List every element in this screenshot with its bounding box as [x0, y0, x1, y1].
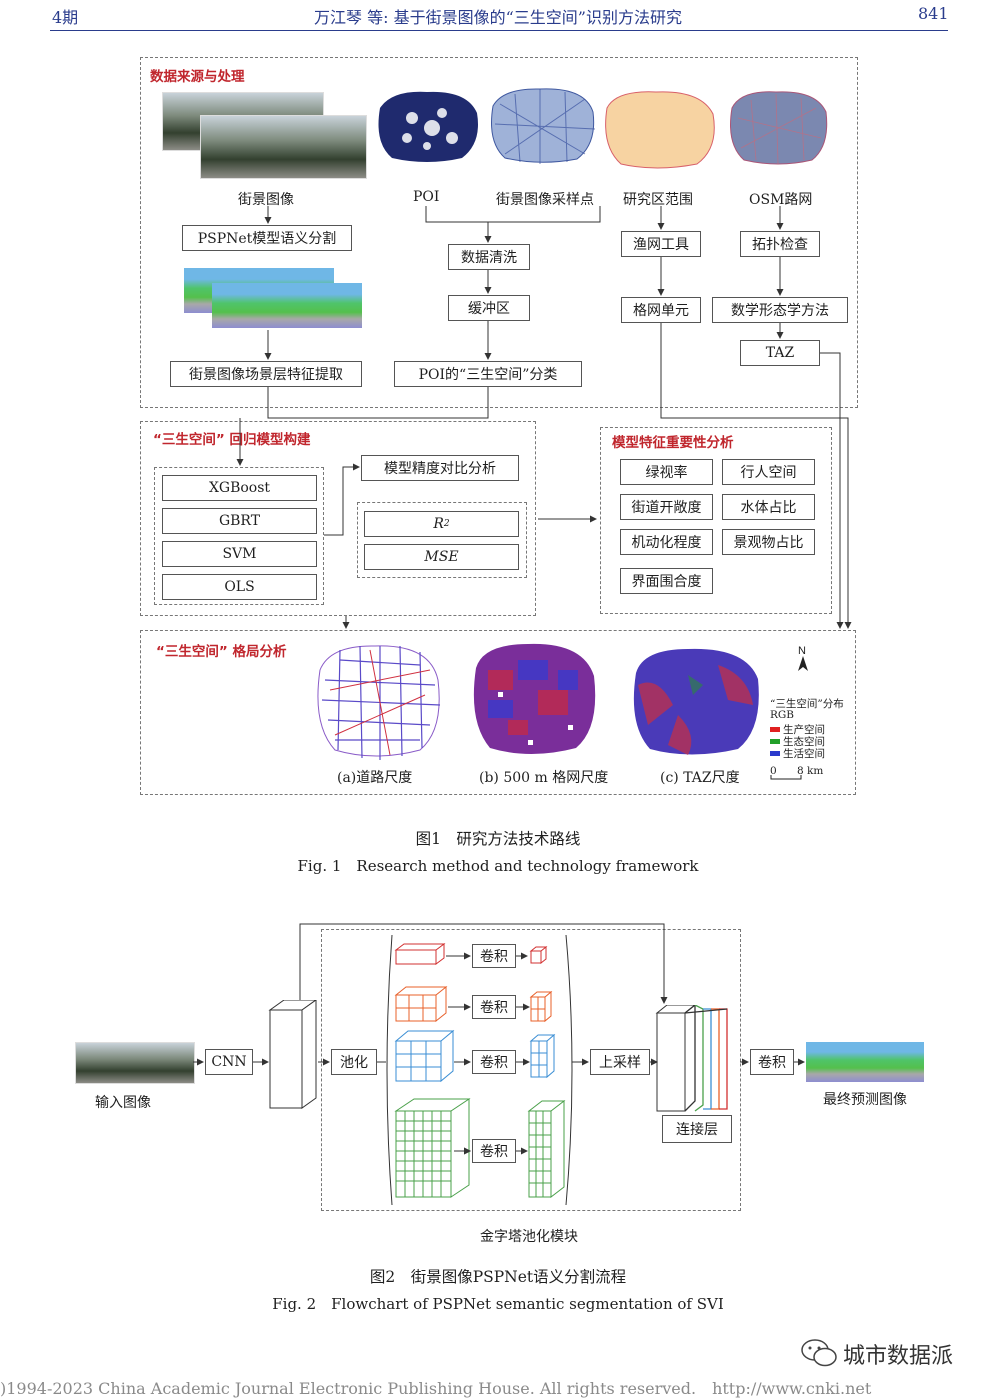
- box-topology: 拓扑检查: [740, 231, 820, 257]
- feature-green-view: 绿视率: [620, 459, 713, 485]
- figure-2-caption-en: Fig. 2 Flowchart of PSPNet semantic segm…: [272, 1295, 724, 1313]
- box-fishnet: 渔网工具: [621, 231, 701, 257]
- model-xgboost: XGBoost: [162, 475, 317, 501]
- page-number: 841: [918, 4, 949, 23]
- pyramid-layers: [386, 935, 573, 1205]
- section-data-processing: [140, 57, 858, 408]
- feature-openness: 街道开敞度: [620, 494, 713, 520]
- box-pspnet: PSPNet模型语义分割: [182, 225, 352, 251]
- model-gbrt: GBRT: [162, 508, 317, 534]
- map-grid-scale: [473, 643, 596, 754]
- north-arrow-label: N: [798, 645, 806, 657]
- section-title-pattern: “三生空间” 格局分析: [156, 644, 287, 660]
- box-poi-classify: POI的“三生空间”分类: [394, 361, 582, 387]
- legend-item-living: 生活空间: [770, 747, 825, 760]
- box-cnn: CNN: [205, 1049, 253, 1075]
- feature-landscape: 景观物占比: [722, 529, 815, 555]
- label-sample-points: 街景图像采样点: [496, 192, 594, 208]
- figure-2-caption-cn: 图2 街景图像PSPNet语义分割流程: [369, 1268, 627, 1286]
- scale-bar: [770, 775, 802, 780]
- metric-mse: MSE: [364, 544, 519, 570]
- svi-photo-front: [200, 115, 367, 179]
- box-accuracy-compare: 模型精度对比分析: [361, 455, 519, 481]
- osm-map: [730, 91, 828, 165]
- figure-1-caption-en: Fig. 1 Research method and technology fr…: [297, 857, 699, 875]
- box-grid-unit: 格网单元: [621, 297, 701, 323]
- section-title-regression: “三生空间” 回归模型构建: [153, 432, 311, 448]
- legend-items: 生产空间 生态空间 生活空间: [770, 723, 825, 760]
- label-output-image: 最终预测图像: [823, 1092, 907, 1108]
- label-svi: 街景图像: [238, 192, 294, 208]
- model-ols: OLS: [162, 574, 317, 600]
- box-conv-2: 卷积: [472, 995, 516, 1019]
- feature-map-block: [268, 1000, 317, 1109]
- scale-zero: 0: [770, 765, 777, 777]
- header-rule: [50, 30, 948, 31]
- legend-swatch-ecology: [770, 738, 780, 744]
- seg-image-front: [212, 283, 362, 328]
- section-regression: [140, 421, 536, 616]
- figure-1-caption-cn: 图1 研究方法技术路线: [415, 830, 581, 848]
- box-feature-extract: 街景图像场景层特征提取: [170, 361, 362, 387]
- feature-enclosure: 界面围合度: [620, 568, 713, 594]
- label-map-c: (c) TAZ尺度: [660, 770, 740, 786]
- north-arrow-icon: [798, 656, 808, 671]
- feature-water: 水体占比: [722, 494, 815, 520]
- feature-motorization: 机动化程度: [620, 529, 713, 555]
- scale-eight: 8 km: [797, 765, 824, 777]
- legend-rgb: RGB: [770, 709, 795, 721]
- label-map-b: (b) 500 m 格网尺度: [479, 770, 609, 786]
- section-title-importance: 模型特征重要性分析: [612, 435, 734, 451]
- study-area-map: [605, 91, 715, 169]
- box-morphology: 数学形态学方法: [712, 297, 848, 323]
- label-poi: POI: [413, 189, 440, 205]
- poi-map: [378, 91, 478, 162]
- label-pyramid-module: 金字塔池化模块: [480, 1229, 578, 1245]
- legend-title: “三生空间”分布: [770, 698, 844, 710]
- output-image: [806, 1042, 924, 1082]
- box-data-clean: 数据清洗: [448, 244, 530, 270]
- box-conv-1: 卷积: [472, 944, 516, 968]
- box-upsample: 上采样: [590, 1049, 650, 1075]
- running-title: 万江琴 等: 基于街景图像的“三生空间”识别方法研究: [314, 8, 682, 27]
- label-osm: OSM路网: [749, 192, 813, 208]
- legend-swatch-living: [770, 750, 780, 756]
- map-road-scale: [317, 645, 441, 760]
- copyright-footer: )1994-2023 China Academic Journal Electr…: [0, 1379, 872, 1398]
- box-taz: TAZ: [740, 340, 820, 366]
- box-concat-layer: 连接层: [662, 1115, 732, 1143]
- sample-points-map: [491, 88, 596, 164]
- box-conv-3: 卷积: [472, 1050, 516, 1074]
- label-map-a: (a)道路尺度: [337, 770, 413, 786]
- label-input-image: 输入图像: [95, 1095, 151, 1111]
- feature-pedestrian: 行人空间: [722, 459, 815, 485]
- legend-item-production: 生产空间: [770, 723, 825, 736]
- legend-swatch-production: [770, 726, 780, 732]
- box-conv-4: 卷积: [472, 1139, 516, 1163]
- models-group: [154, 467, 324, 605]
- watermark-text: 城市数据派: [843, 1344, 954, 1369]
- label-study-area: 研究区范围: [623, 192, 693, 208]
- box-buffer: 缓冲区: [448, 295, 530, 321]
- legend-item-ecology: 生态空间: [770, 735, 825, 748]
- section-pattern: [140, 630, 856, 795]
- wechat-icon: [801, 1339, 837, 1367]
- issue-number: 4期: [52, 8, 79, 27]
- map-taz-scale: [633, 648, 759, 755]
- input-image: [75, 1042, 195, 1084]
- model-svm: SVM: [162, 541, 317, 567]
- metrics-group: [357, 502, 527, 578]
- section-title-data: 数据来源与处理: [150, 69, 245, 85]
- box-final-conv: 卷积: [750, 1049, 794, 1075]
- box-pool: 池化: [331, 1049, 377, 1075]
- concat-stack: [655, 1005, 728, 1112]
